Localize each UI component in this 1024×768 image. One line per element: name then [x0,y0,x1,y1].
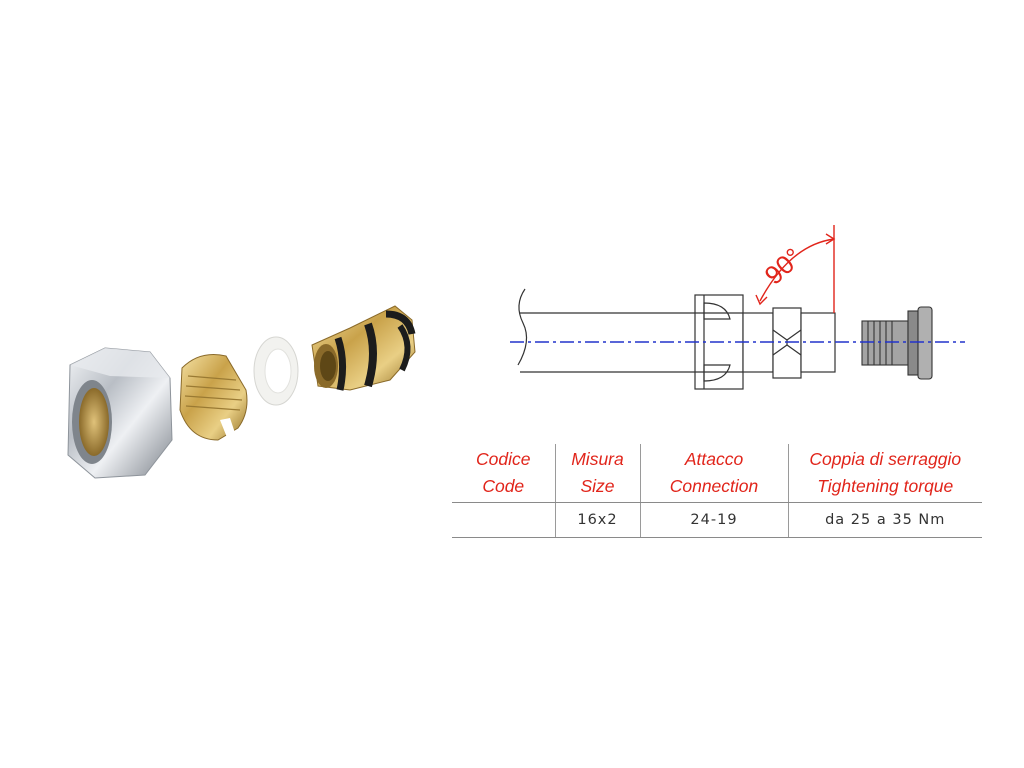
table-header-row: Codice Code Misura Size Attacco Connecti… [452,444,982,503]
brass-adapter-with-o-rings [311,305,416,391]
pipe-outline [517,288,695,373]
cell-torque: da 25 a 35 Nm [787,502,982,538]
technical-diagram: 90° [510,225,965,390]
product-photo [67,305,416,479]
header-torque-it: Coppia di serraggio [809,449,962,469]
fitting-body [742,307,836,379]
cell-connection: 24-19 [639,502,788,538]
header-connection-it: Attacco [684,449,744,469]
split-brass-ring [179,354,248,441]
header-torque-en: Tightening torque [817,476,954,496]
header-size-en: Size [580,476,615,496]
specification-table: Codice Code Misura Size Attacco Connecti… [452,444,982,538]
header-torque: Coppia di serraggio Tightening torque [787,444,982,503]
header-code-it: Codice [476,449,531,469]
header-size: Misura Size [554,444,640,503]
cell-size: 16x2 [554,502,640,538]
header-code-en: Code [482,476,525,496]
chrome-nut [67,347,173,479]
cell-code [452,502,555,538]
adapter-insert [861,306,933,380]
header-size-it: Misura [571,449,624,469]
white-washer [253,336,299,406]
angle-label: 90° [759,242,808,291]
rotation-dimension [755,225,836,313]
header-connection: Attacco Connection [639,444,788,503]
header-code: Codice Code [452,444,555,503]
table-row: 16x2 24-19 da 25 a 35 Nm [452,502,982,538]
header-connection-en: Connection [669,476,759,496]
